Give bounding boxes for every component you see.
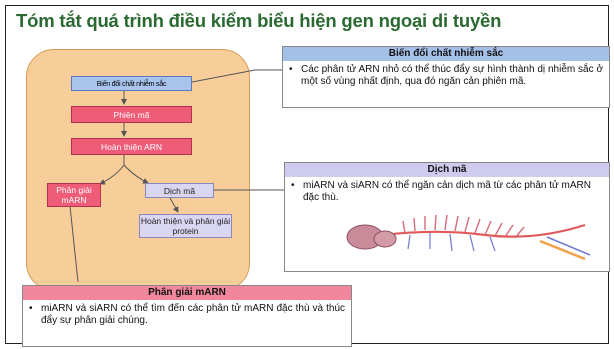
leader-degradation bbox=[70, 206, 78, 282]
flow-mrna-degradation: Phân giải mARN bbox=[47, 183, 101, 207]
arrow-to-translation bbox=[124, 165, 148, 183]
flow-rna-processing: Hoàn thiện ARN bbox=[71, 138, 192, 155]
callout-chromatin: Biến đổi chất nhiễm sắc • Các phân tử AR… bbox=[282, 46, 610, 108]
callout-translation-heading: Dịch mã bbox=[285, 163, 609, 177]
callout-degradation: Phân giải mARN • miARN và siARN có thể t… bbox=[22, 285, 352, 347]
bullet-icon: • bbox=[289, 64, 293, 76]
callout-degradation-body: • miARN và siARN có thể tìm đến các phân… bbox=[23, 300, 351, 329]
flow-translation: Dịch mã bbox=[145, 183, 214, 198]
callout-chromatin-heading: Biến đổi chất nhiễm sắc bbox=[283, 47, 609, 61]
callout-chromatin-body: • Các phân tử ARN nhỏ có thể thúc đẩy sự… bbox=[283, 61, 609, 90]
leader-chromatin bbox=[192, 70, 282, 82]
flow-transcription: Phiên mã bbox=[71, 106, 192, 123]
callout-translation: Dịch mã • miARN và siARN có thể ngăn cản… bbox=[284, 162, 610, 272]
bullet-icon: • bbox=[29, 303, 33, 315]
callout-chromatin-text: Các phân tử ARN nhỏ có thể thúc đẩy sự h… bbox=[301, 64, 603, 87]
arrow-translation-to-protein bbox=[170, 198, 178, 212]
flow-protein-processing: Hoàn thiện và phân giải protein bbox=[139, 214, 232, 238]
bullet-icon: • bbox=[291, 180, 295, 192]
callout-degradation-text: miARN và siARN có thể tìm đến các phân t… bbox=[41, 303, 345, 326]
flow-chromatin-modification: Biến đổi chất nhiễm sắc bbox=[71, 76, 192, 91]
callout-degradation-heading: Phân giải mARN bbox=[23, 286, 351, 300]
arrow-to-degradation bbox=[100, 165, 124, 184]
ribosome-illustration bbox=[285, 207, 611, 267]
callout-translation-text: miARN và siARN có thể ngăn cản dịch mã t… bbox=[303, 180, 603, 203]
callout-translation-body: • miARN và siARN có thể ngăn cản dịch mã… bbox=[285, 177, 609, 206]
